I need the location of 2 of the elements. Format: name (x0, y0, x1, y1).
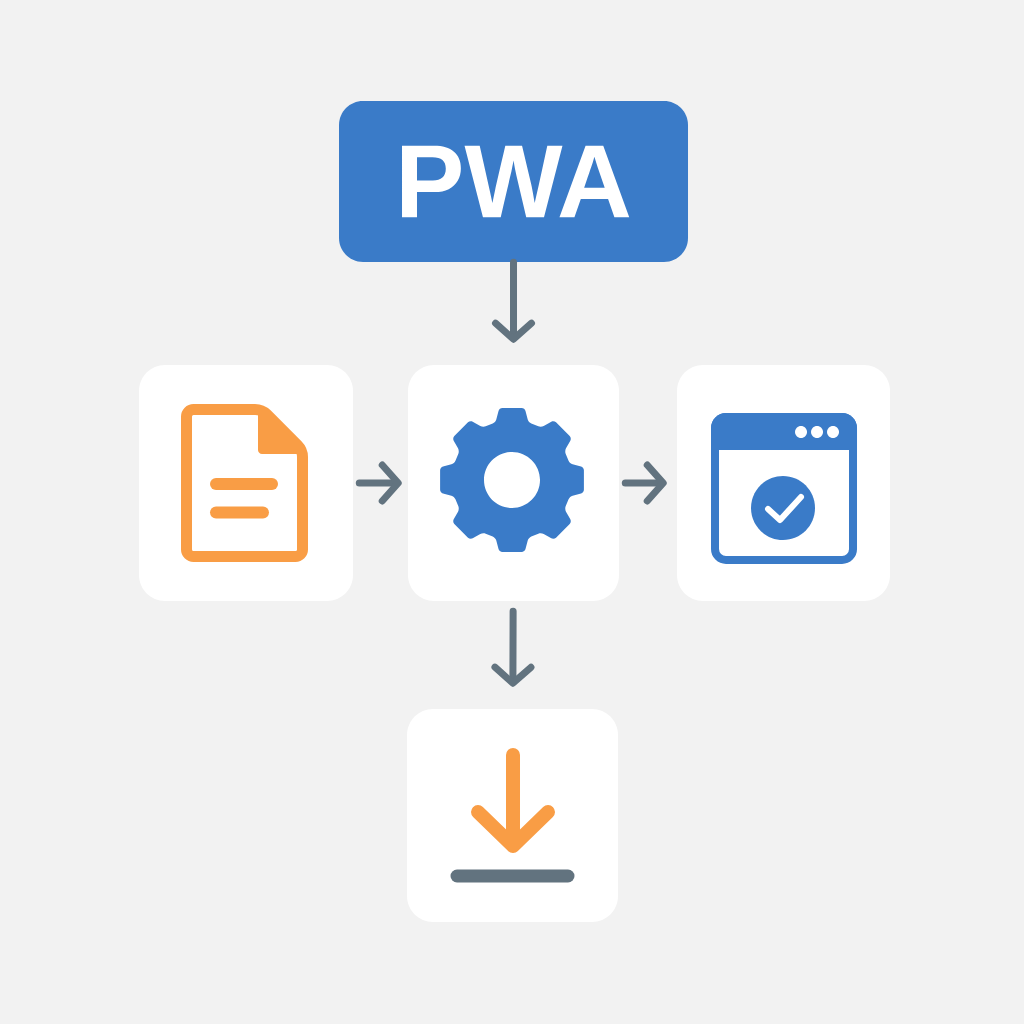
arrow (492, 258, 535, 343)
title-box: PWA (339, 101, 688, 262)
